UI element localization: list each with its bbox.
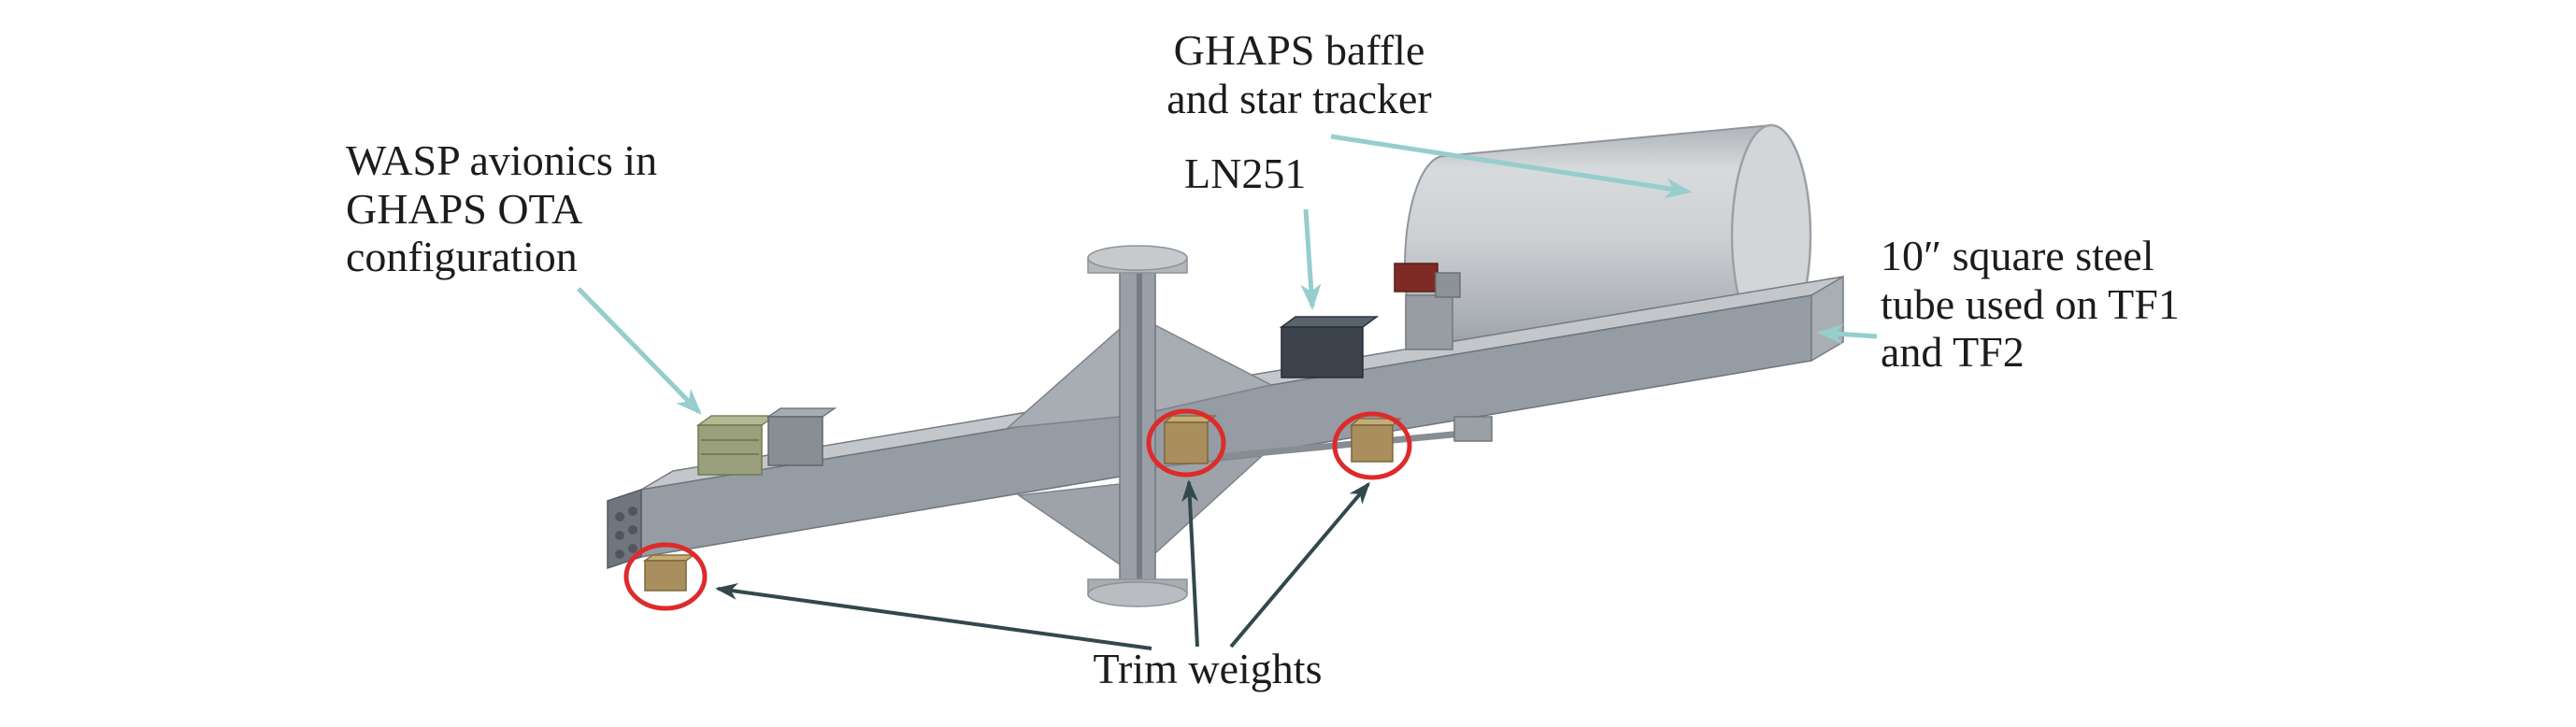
- tube-leader-line: [1817, 323, 1878, 345]
- beam-end-cap-bolt-holes: [615, 506, 637, 559]
- avionics-green-top: [695, 415, 778, 426]
- star-tracker-assembly: [1394, 263, 1461, 350]
- trim-weight-arrows: [715, 479, 1370, 650]
- wasp-avionics-assembly: [695, 407, 837, 476]
- wasp-label-line2: GHAPS OTA: [346, 184, 583, 233]
- baffle-label-line2: and star tracker: [1166, 74, 1432, 122]
- highlight-circle-middle: [1146, 408, 1226, 478]
- trim-weights-label: Trim weights: [1067, 645, 1348, 693]
- steel-tube-label: 10″ square steel tube used on TF1 and TF…: [1881, 232, 2180, 377]
- wasp-label-line1: WASP avionics in: [346, 136, 658, 184]
- baffle-leader-line: [1330, 134, 1692, 199]
- wasp-avionics-label: WASP avionics in GHAPS OTA configuration: [346, 136, 657, 281]
- trim-arrow-right: [1229, 481, 1370, 649]
- avionics-gray-top: [766, 407, 837, 418]
- gusset-lower-left: [1016, 483, 1121, 566]
- baffle-star-tracker-label: GHAPS baffle and star tracker: [1056, 26, 1542, 122]
- ln251-label-text: LN251: [1184, 150, 1307, 197]
- star-tracker-red-unit: [1394, 263, 1438, 292]
- star-tracker-gray-unit: [1435, 272, 1461, 298]
- rod-end-fitting: [1453, 416, 1493, 442]
- bolt-hole: [615, 531, 624, 540]
- wasp-label-line3: configuration: [346, 233, 578, 281]
- trim-weights: [642, 415, 1402, 592]
- tube-label-line1: 10″ square steel: [1881, 232, 2154, 279]
- trim-weight-highlights: [623, 408, 1412, 611]
- highlight-circle-left: [623, 542, 708, 611]
- trim-weights-label-text: Trim weights: [1093, 645, 1323, 692]
- trim-arrow-middle: [1181, 479, 1199, 648]
- pillar-top-flange: [1087, 245, 1188, 271]
- tube-label-line3: and TF2: [1881, 328, 2025, 377]
- trim-weight-left: [644, 560, 687, 592]
- ln251-front-face: [1281, 326, 1364, 378]
- gusset-upper-left: [1005, 327, 1121, 429]
- ln251-unit: [1279, 316, 1380, 378]
- ln251-leader-line: [1300, 208, 1322, 310]
- avionics-gray-box: [767, 416, 823, 466]
- trim-weight-left-top: [642, 554, 696, 562]
- ln251-label: LN251: [1184, 150, 1306, 198]
- baffle-label-line1: GHAPS baffle: [1173, 26, 1425, 74]
- cylinder-mount-bracket: [1405, 294, 1453, 350]
- pillar-bottom-flange: [1087, 581, 1188, 607]
- ln251-top-face: [1279, 316, 1380, 328]
- bolt-hole: [628, 544, 637, 553]
- avionics-green-box: [697, 424, 763, 476]
- tube-label-line2: tube used on TF1: [1881, 279, 2180, 328]
- bolt-hole: [615, 512, 624, 521]
- trim-weight-middle: [1164, 421, 1209, 464]
- wasp-leader-line: [577, 287, 702, 415]
- teal-leader-lines: [577, 134, 1878, 415]
- trim-arrow-left: [715, 582, 1152, 650]
- trim-weight-right: [1351, 424, 1394, 463]
- bolt-hole: [628, 525, 637, 535]
- highlight-circle-right: [1332, 411, 1412, 480]
- bolt-hole: [628, 506, 637, 516]
- bolt-hole: [615, 549, 624, 559]
